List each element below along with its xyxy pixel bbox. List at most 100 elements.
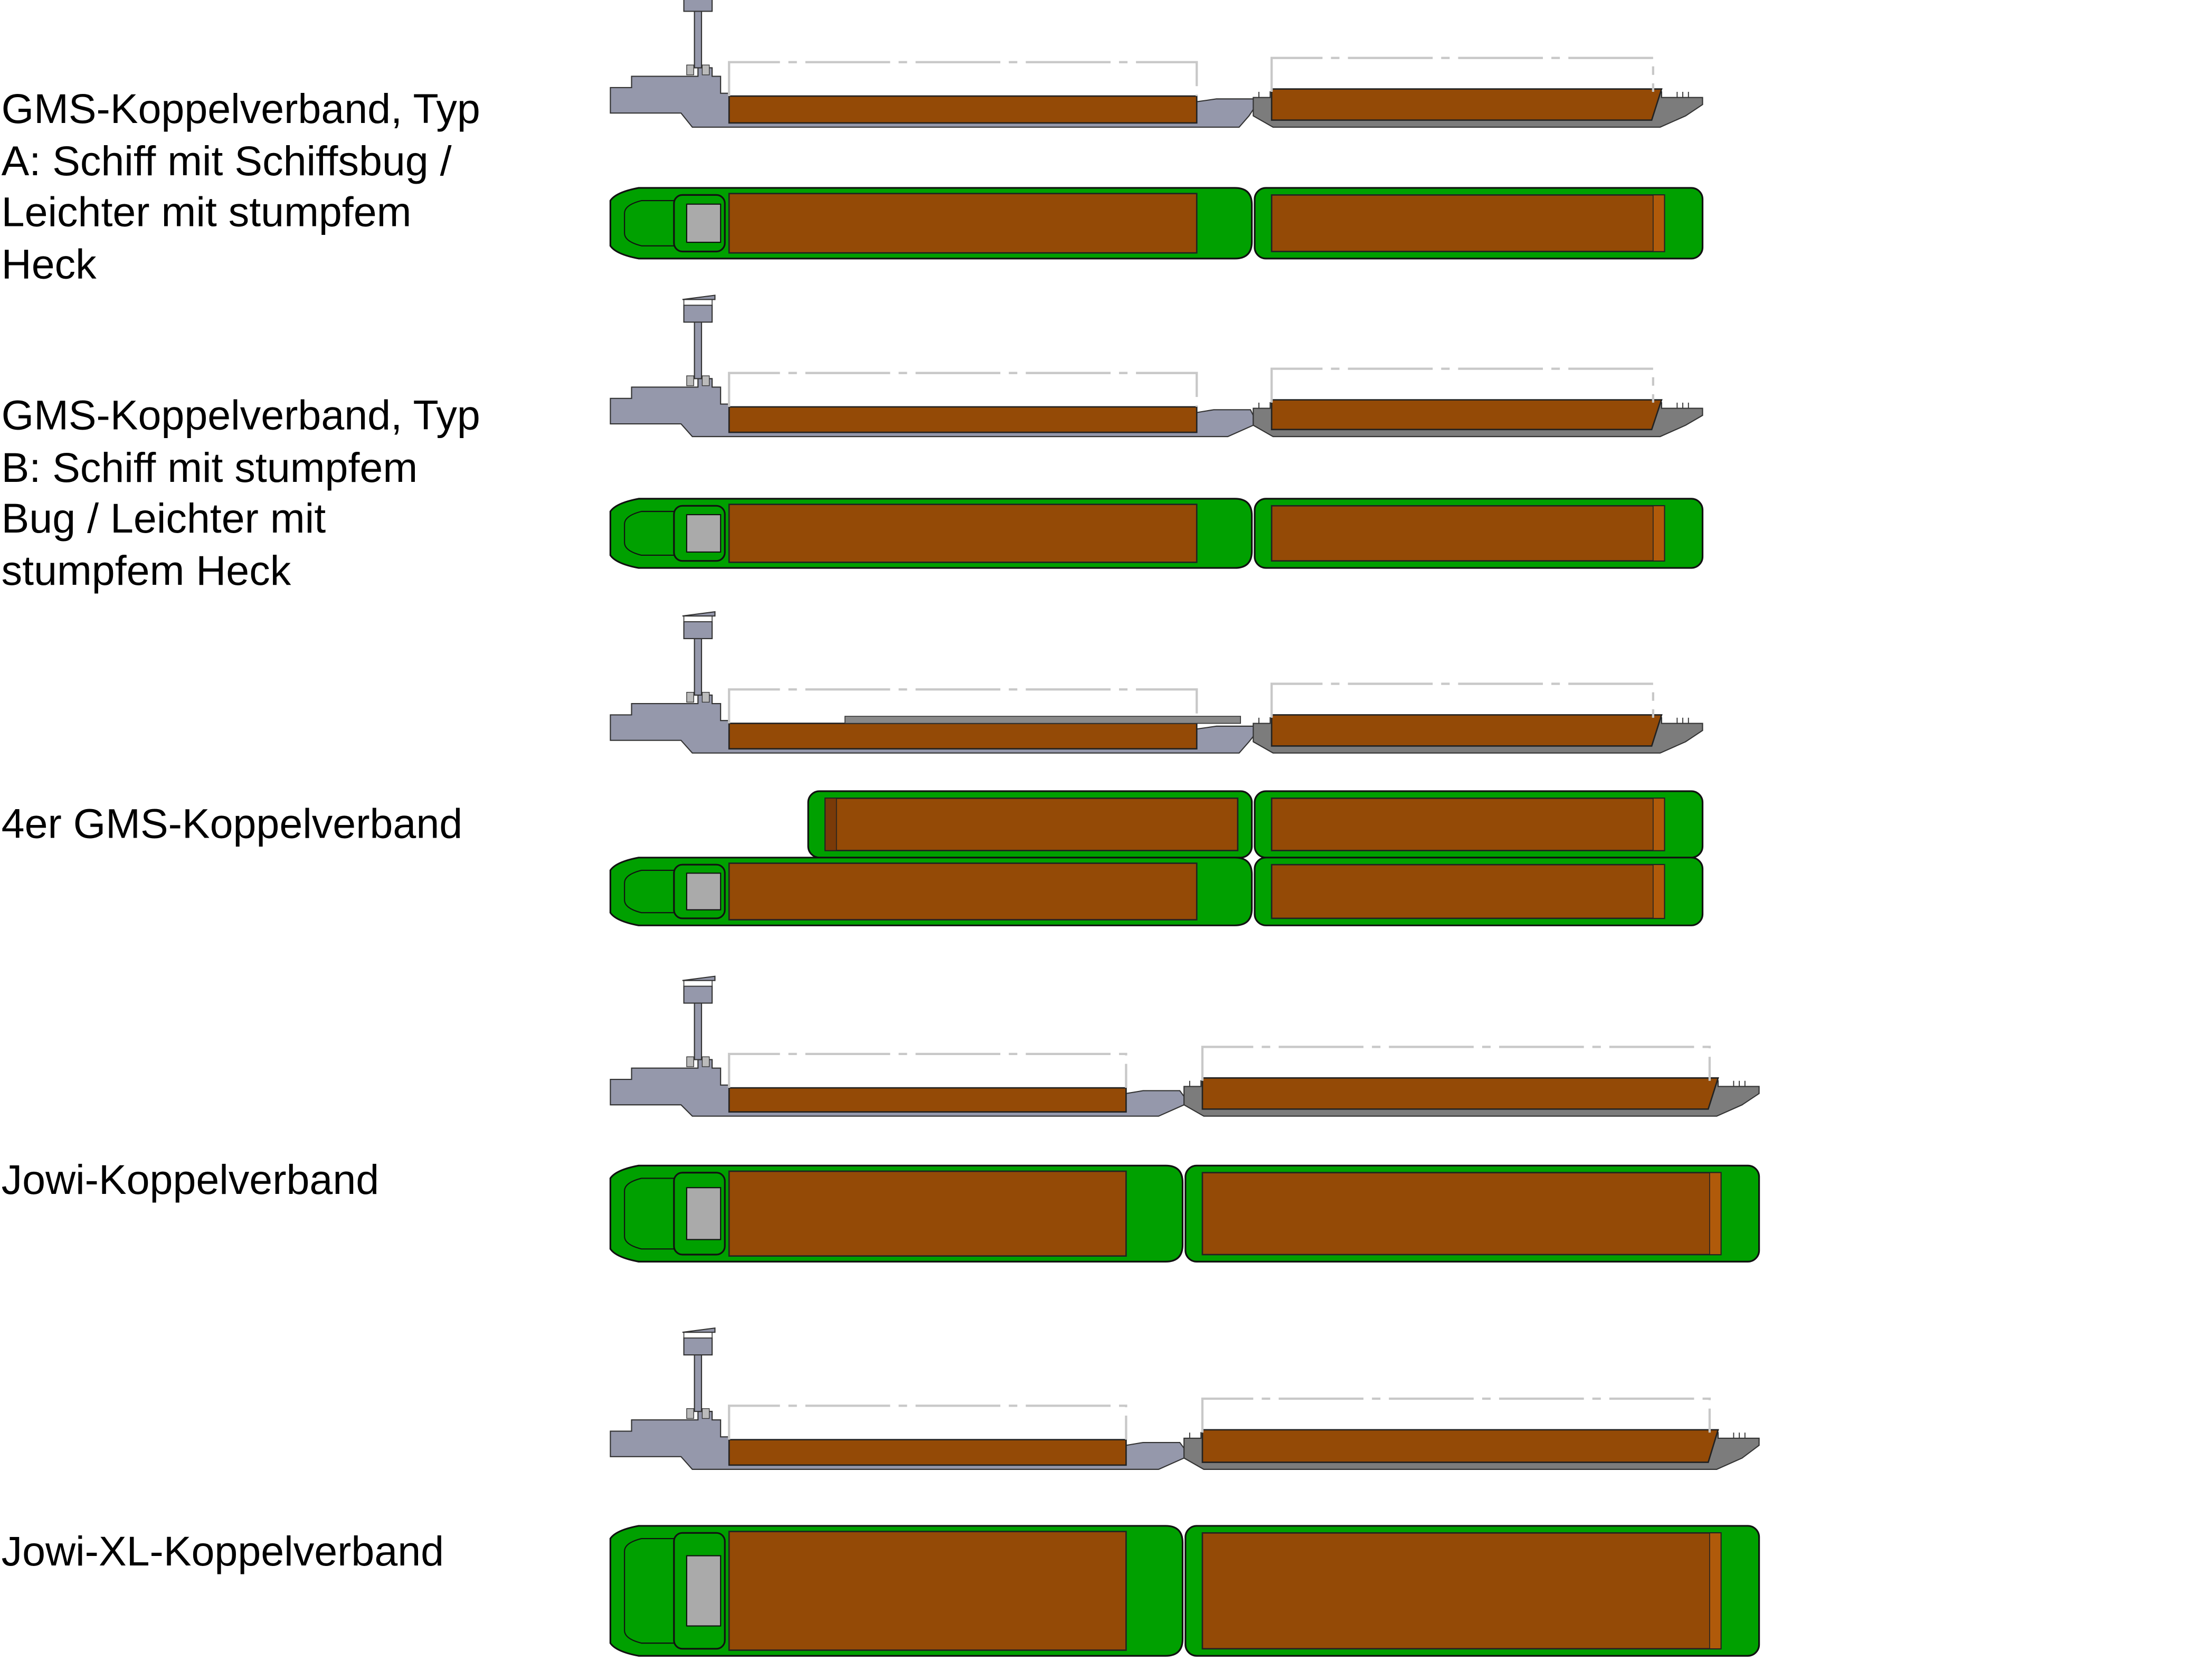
ship-cargo-hold: [728, 1531, 1127, 1651]
barge-cargo-side: [1201, 1429, 1719, 1463]
hatch-cover: [844, 716, 1241, 724]
wheelhouse-cabin: [683, 985, 713, 1004]
barge-plan-view: [1254, 187, 1704, 260]
deck-fitting: [686, 64, 694, 75]
wheelhouse-roof: [682, 975, 716, 981]
barge-side-view: [1183, 1046, 1760, 1117]
ship-plan-view: [609, 498, 1253, 569]
barge-plan-view: [1184, 1164, 1760, 1263]
ship-cargo-hold: [728, 193, 1198, 254]
deck-fitting: [701, 1408, 710, 1419]
clearance-envelope: [1270, 367, 1654, 403]
ship-aft-contour: [624, 869, 674, 914]
section-label-jowi: Jowi-Koppelverband: [1, 1157, 380, 1204]
ship-cargo-hold: [728, 862, 1198, 920]
wheelhouse-roof: [686, 1555, 722, 1627]
deck-fitting: [701, 691, 710, 703]
clearance-envelope: [728, 1404, 1127, 1440]
wheelhouse-roof: [686, 203, 722, 243]
ship-aft-contour: [624, 1537, 674, 1644]
barge-plan-view: [1254, 790, 1704, 859]
ship-aft-contour: [624, 200, 674, 246]
clearance-envelope: [1270, 682, 1654, 718]
clearance-envelope: [1201, 1397, 1711, 1433]
barge-cargo-side: [1271, 714, 1663, 747]
ship-cargo-side: [728, 95, 1198, 124]
deck-fitting: [686, 1056, 694, 1067]
cargo-hold-end: [1709, 1172, 1722, 1255]
ship-cargo-side: [728, 723, 1198, 750]
barge-cargo-hold: [1271, 863, 1665, 919]
convoy-gms-typ-b: [609, 295, 1704, 569]
clearance-envelope: [1201, 1046, 1711, 1081]
wheelhouse-mast: [694, 995, 703, 1060]
ship-side-view: [610, 0, 1256, 128]
barge-cargo-hold: [1271, 798, 1665, 851]
deck-fitting: [701, 64, 710, 75]
wheelhouse-roof: [686, 872, 722, 910]
ship-cargo-side: [728, 1439, 1127, 1466]
clearance-envelope: [728, 61, 1198, 97]
barge-plan-view: [1254, 498, 1704, 569]
cargo-hold-end: [824, 798, 837, 851]
barge-plan-view: [1254, 857, 1704, 926]
wheelhouse-roof: [686, 1187, 722, 1240]
ship-plan-view: [609, 857, 1253, 926]
wheelhouse-mast: [694, 1347, 703, 1412]
barge-side-view: [1253, 367, 1703, 438]
ship-plan-view: [609, 1525, 1184, 1657]
ship-side-view: [610, 611, 1256, 754]
barge-cargo-hold: [824, 798, 1239, 851]
convoy-gms-4er: [609, 611, 1704, 926]
deck-fitting: [686, 1408, 694, 1419]
ship-side-view: [610, 975, 1185, 1117]
wheelhouse-mast: [694, 314, 703, 379]
wheelhouse-cabin: [683, 305, 713, 323]
barge-cargo-hold: [1271, 505, 1665, 562]
cargo-hold-end: [1709, 1532, 1722, 1649]
barge-cargo-side: [1271, 399, 1663, 431]
barge-side-view: [1183, 1397, 1760, 1470]
convoy-jowi: [609, 975, 1760, 1263]
ship-plan-view: [609, 187, 1253, 260]
wheelhouse-window: [683, 980, 713, 987]
wheelhouse-window: [683, 615, 713, 622]
barge-plan-view: [807, 790, 1253, 859]
ship-aft-contour: [624, 510, 674, 556]
clearance-envelope: [728, 1052, 1127, 1088]
cargo-hold-end: [1653, 798, 1665, 851]
convoy-gms-typ-a: [609, 0, 1704, 260]
barge-cargo-side: [1201, 1077, 1719, 1110]
wheelhouse-mast: [694, 3, 703, 69]
ship-side-view: [610, 295, 1254, 438]
section-label-gms-typ-b: GMS-Koppelverband, Typ B: Schiff mit stu…: [1, 393, 480, 594]
clearance-envelope: [1270, 56, 1654, 92]
ship-side-view: [610, 1327, 1185, 1470]
wheelhouse-cabin: [683, 1337, 713, 1356]
wheelhouse-roof: [686, 514, 722, 553]
barge-side-view: [1253, 56, 1703, 128]
deck-fitting: [686, 691, 694, 703]
wheelhouse-roof: [682, 1327, 716, 1333]
section-label-jowi-xl: Jowi-XL-Koppelverband: [1, 1529, 444, 1575]
barge-plan-view: [1184, 1525, 1760, 1657]
cargo-hold-end: [1653, 505, 1665, 562]
wheelhouse-roof: [682, 611, 716, 617]
ship-cargo-hold: [728, 1170, 1127, 1257]
ship-cargo-side: [728, 1087, 1127, 1113]
ship-plan-view: [609, 1164, 1184, 1263]
convoy-jowi-xl: [609, 1327, 1760, 1657]
wheelhouse-roof: [682, 295, 716, 300]
barge-cargo-side: [1271, 88, 1663, 121]
barge-cargo-hold: [1201, 1532, 1722, 1650]
barge-side-view: [1253, 682, 1703, 754]
cargo-hold-end: [1653, 194, 1665, 252]
ship-cargo-hold: [728, 504, 1198, 563]
wheelhouse-cabin: [683, 0, 713, 12]
deck-fitting: [701, 375, 710, 386]
section-label-gms-typ-a: GMS-Koppelverband, Typ A: Schiff mit Sch…: [1, 86, 480, 288]
barge-cargo-hold: [1201, 1172, 1722, 1256]
deck-fitting: [701, 1056, 710, 1067]
clearance-envelope: [728, 688, 1198, 724]
